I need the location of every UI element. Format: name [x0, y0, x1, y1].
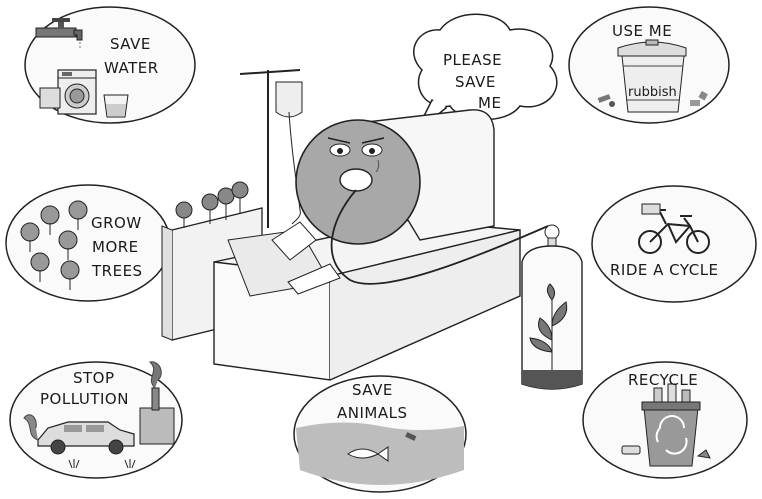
washing-machine-icon [57, 69, 97, 115]
save-water-label-line1: SAVE [110, 35, 151, 53]
save-animals-line1: SAVE [352, 381, 393, 399]
car-icon [23, 414, 135, 455]
recycle-bin-icon [641, 383, 701, 467]
oxygen-tube [330, 189, 549, 285]
grass-icon [68, 459, 136, 469]
grow-trees-line2: MORE [92, 238, 139, 256]
ride-cycle-oval [591, 185, 757, 303]
scrap-icon [621, 445, 711, 459]
oxygen-mask-icon [339, 168, 373, 192]
tub-icon [39, 87, 61, 109]
grow-trees-oval [5, 184, 171, 302]
grow-trees-line1: GROW [91, 214, 142, 232]
bicycle-icon [638, 203, 710, 254]
save-animals-line2: ANIMALS [337, 404, 408, 422]
earth-patient [271, 119, 421, 295]
bubble-line2: SAVE [455, 73, 496, 91]
tap-icon [35, 18, 83, 48]
litter-icon [597, 90, 708, 107]
fish-icon [347, 446, 389, 462]
dustbin-icon [617, 39, 687, 113]
stop-pollution-line1: STOP [73, 369, 115, 387]
ride-cycle-label: RIDE A CYCLE [610, 261, 719, 279]
plant-icon [529, 283, 568, 370]
rubbish-label: rubbish [628, 85, 677, 100]
recycle-label: RECYCLE [628, 371, 698, 389]
grow-trees-line3: TREES [91, 262, 143, 280]
central-scene [161, 69, 583, 390]
glass-icon [103, 94, 129, 118]
iv-stand-icon [239, 69, 303, 228]
panel-recycle: RECYCLE [582, 361, 748, 479]
use-me-label: USE ME [612, 22, 672, 40]
bottle-icon [405, 432, 417, 441]
trees-icon [20, 200, 88, 290]
bubble-line3: ME [478, 94, 501, 112]
stop-pollution-line2: POLLUTION [40, 390, 129, 408]
oxygen-cylinder-icon [521, 224, 583, 390]
panel-stop-pollution: STOP POLLUTION [9, 361, 183, 479]
panel-grow-trees: GROW MORE TREES [5, 184, 171, 302]
panel-save-water: SAVE WATER [24, 6, 196, 124]
panel-use-me: USE ME rubbish [568, 6, 730, 124]
factory-icon [139, 361, 175, 445]
bubble-line1: PLEASE [443, 51, 502, 69]
save-water-label-line2: WATER [104, 59, 159, 77]
panel-ride-cycle: RIDE A CYCLE [591, 185, 757, 303]
panel-save-animals: SAVE ANIMALS [293, 375, 467, 493]
